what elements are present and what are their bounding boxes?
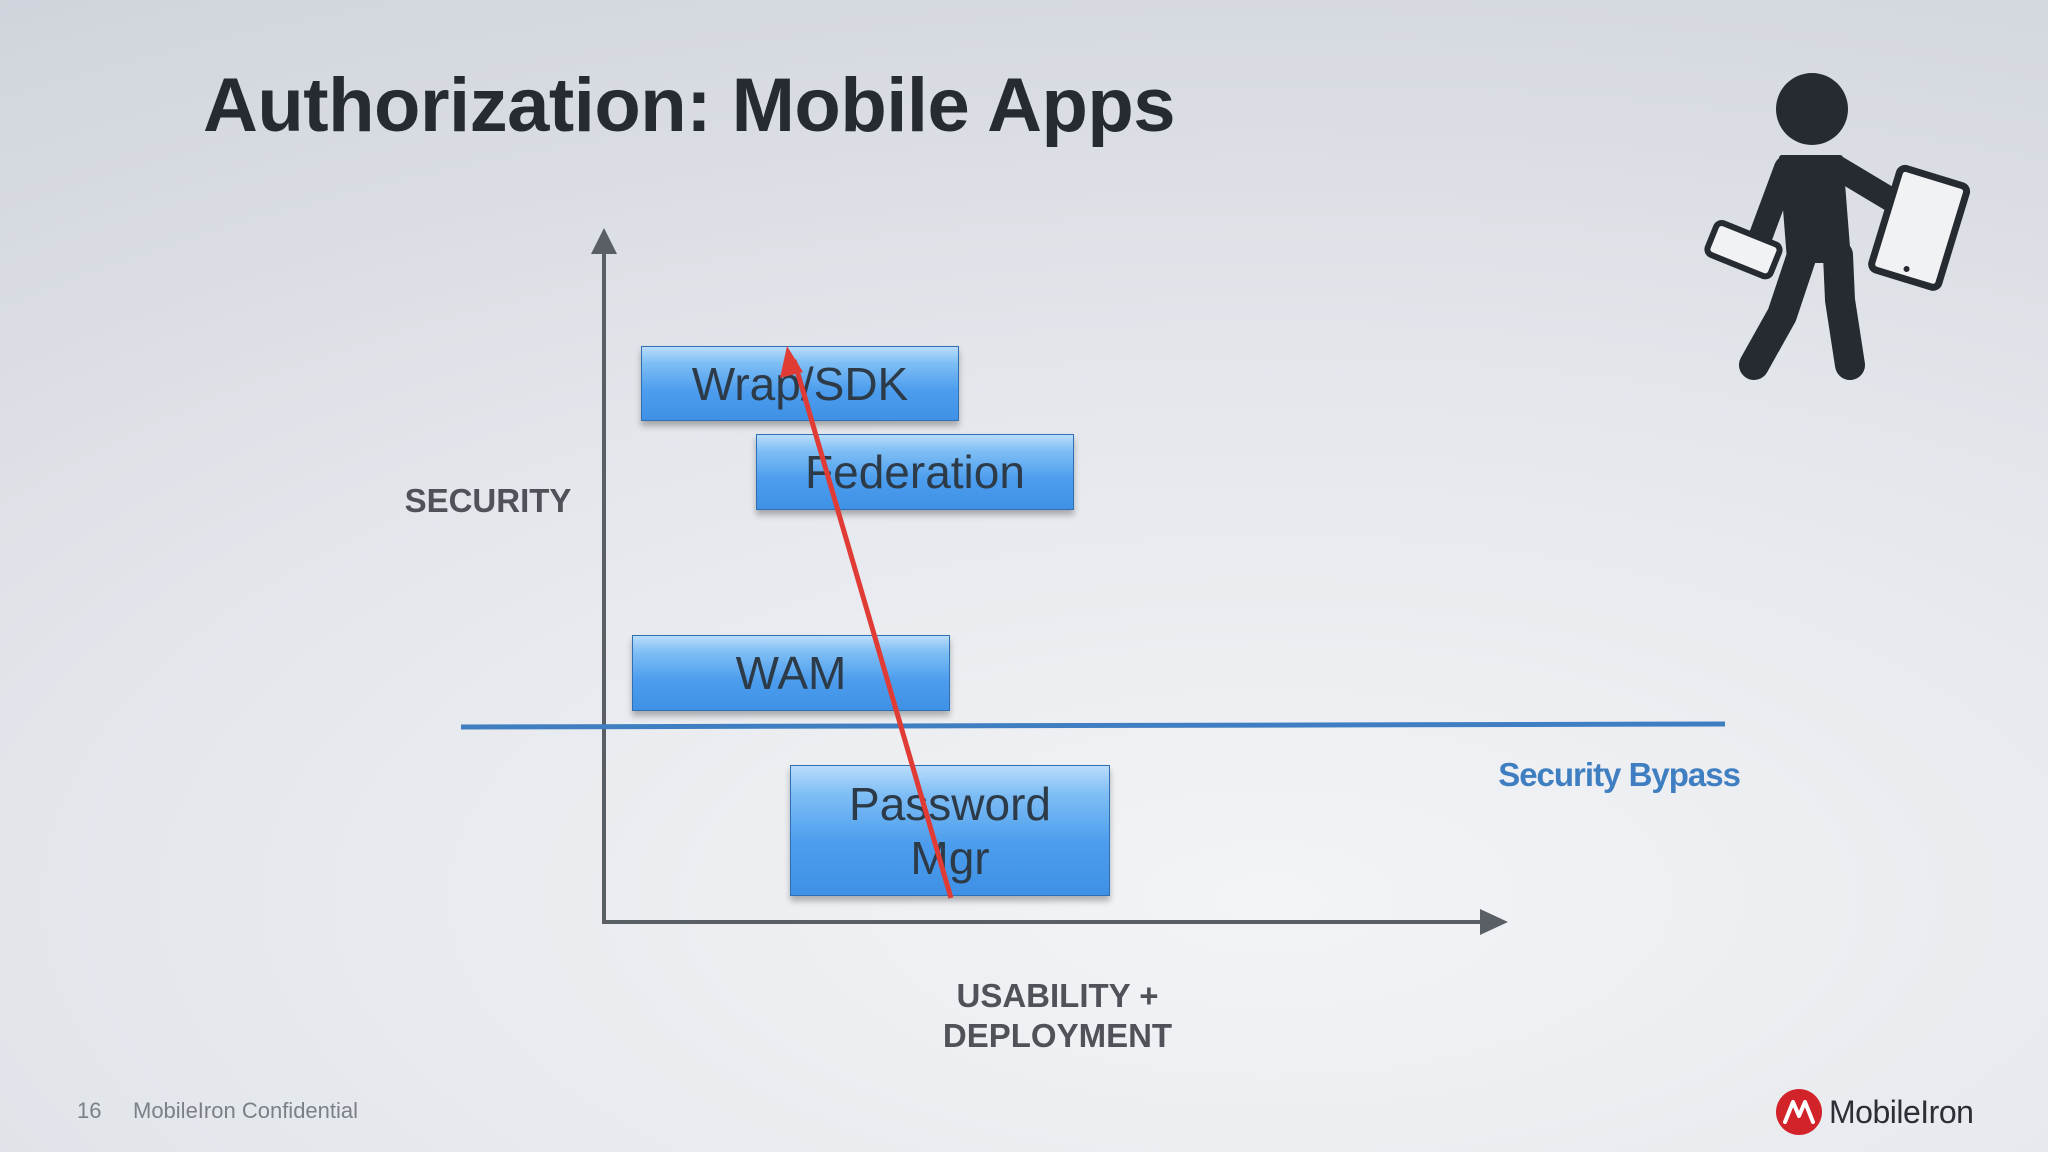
person-with-devices-icon xyxy=(1704,73,1971,380)
logo-text: MobileIron xyxy=(1829,1093,1974,1130)
y-axis xyxy=(591,228,617,922)
footer-confidential: MobileIron Confidential xyxy=(133,1098,359,1123)
x-axis-arrowhead-icon xyxy=(1480,909,1508,935)
security-bypass-label: Security Bypass xyxy=(1498,756,1741,793)
y-axis-arrowhead-icon xyxy=(591,228,617,254)
box-label: WAM xyxy=(735,647,847,699)
page-number: 16 xyxy=(77,1098,102,1123)
x-axis-label: USABILITY + DEPLOYMENT xyxy=(942,977,1173,1054)
mobileiron-logo: MobileIron xyxy=(1775,1088,1974,1136)
red-arrowhead-icon xyxy=(780,346,803,378)
box-label: Federation xyxy=(805,446,1025,498)
y-axis-label: SECURITY xyxy=(404,482,572,519)
federation-box: Federation xyxy=(756,434,1074,510)
mobileiron-logo-icon xyxy=(1776,1089,1822,1135)
box-label: Password Mgr xyxy=(849,777,1051,884)
x-axis xyxy=(602,909,1508,935)
password-mgr-box: Password Mgr xyxy=(790,765,1110,896)
wam-box: WAM xyxy=(632,635,950,711)
slide-title: Authorization: Mobile Apps xyxy=(203,63,1176,148)
security-bypass-line xyxy=(460,721,1726,730)
